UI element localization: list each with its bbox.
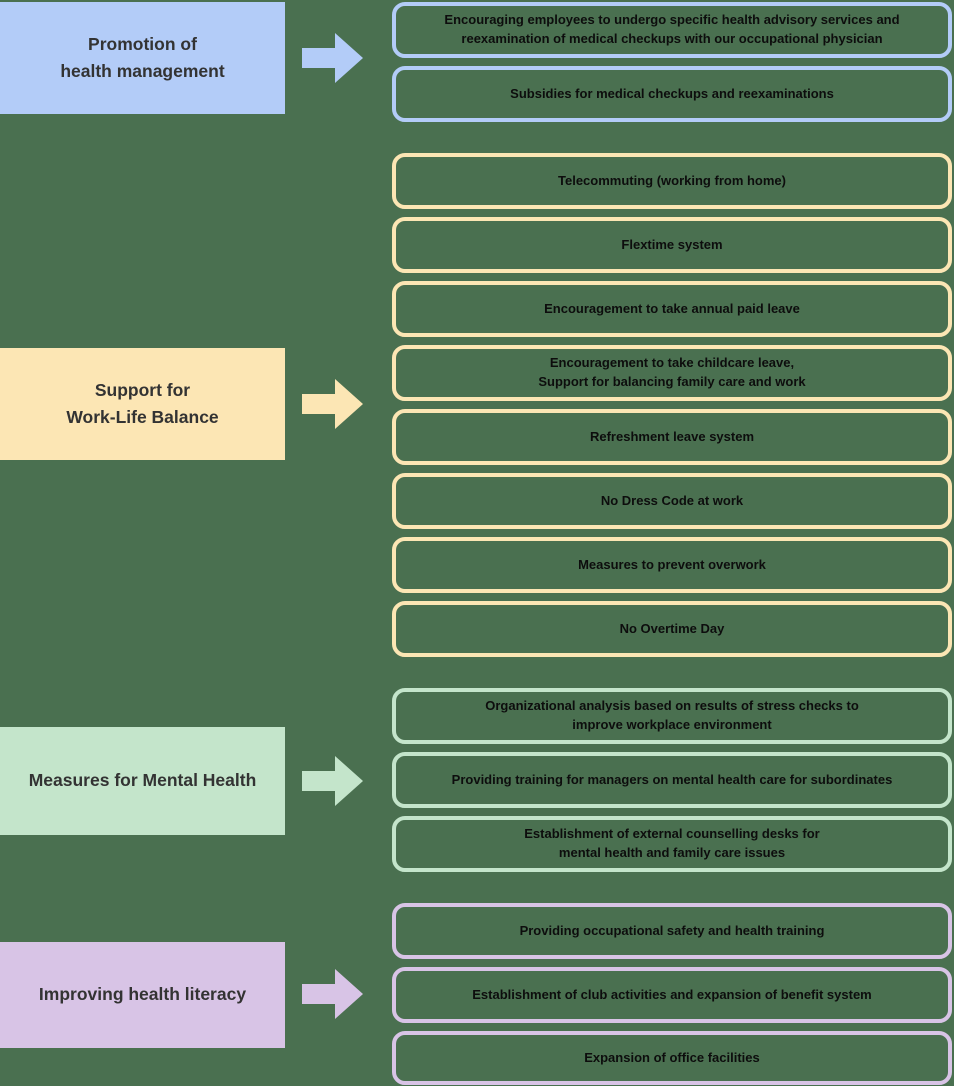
item-box: Flextime system (392, 217, 952, 273)
item-box: Establishment of club activities and exp… (392, 967, 952, 1023)
item-label: No Overtime Day (619, 620, 725, 636)
right-arrow-icon (302, 32, 364, 84)
right-arrow-icon (302, 755, 364, 807)
item-label: Flextime system (621, 236, 723, 252)
item-label: No Dress Code at work (600, 492, 744, 508)
item-label: Encouragement to take childcare leave,Su… (538, 355, 806, 389)
item-label: Refreshment leave system (589, 428, 755, 444)
item-label: Organizational analysis based on results… (485, 698, 859, 732)
item-box: Refreshment leave system (392, 409, 952, 465)
item-box: No Dress Code at work (392, 473, 952, 529)
item-label: Expansion of office facilities (584, 1049, 760, 1065)
item-box: No Overtime Day (392, 601, 952, 657)
category-label-mental-health: Measures for Mental Health (0, 727, 285, 835)
item-box: Encouragement to take childcare leave,Su… (392, 345, 952, 401)
item-box: Providing occupational safety and health… (392, 903, 952, 959)
item-box: Encouraging employees to undergo specifi… (392, 2, 952, 58)
item-box: Organizational analysis based on results… (392, 688, 952, 744)
item-label: Telecommuting (working from home) (558, 172, 786, 188)
item-label: Encouraging employees to undergo specifi… (444, 12, 900, 46)
item-label: Encouragement to take annual paid leave (544, 300, 800, 316)
right-arrow-icon (302, 378, 364, 430)
item-box: Encouragement to take annual paid leave (392, 281, 952, 337)
item-box: Providing training for managers on menta… (392, 752, 952, 808)
item-label: Establishment of club activities and exp… (472, 986, 872, 1002)
right-arrow-icon (302, 968, 364, 1020)
item-box: Establishment of external counselling de… (392, 816, 952, 872)
item-box: Measures to prevent overwork (392, 537, 952, 593)
item-label: Establishment of external counselling de… (524, 826, 820, 860)
item-label: Providing training for managers on menta… (451, 771, 893, 787)
category-label-health-literacy: Improving health literacy (0, 942, 285, 1048)
item-box: Expansion of office facilities (392, 1031, 952, 1085)
item-box: Telecommuting (working from home) (392, 153, 952, 209)
item-box: Subsidies for medical checkups and reexa… (392, 66, 952, 122)
item-label: Measures to prevent overwork (578, 556, 766, 572)
item-label: Providing occupational safety and health… (519, 922, 825, 938)
item-label: Subsidies for medical checkups and reexa… (510, 85, 834, 101)
